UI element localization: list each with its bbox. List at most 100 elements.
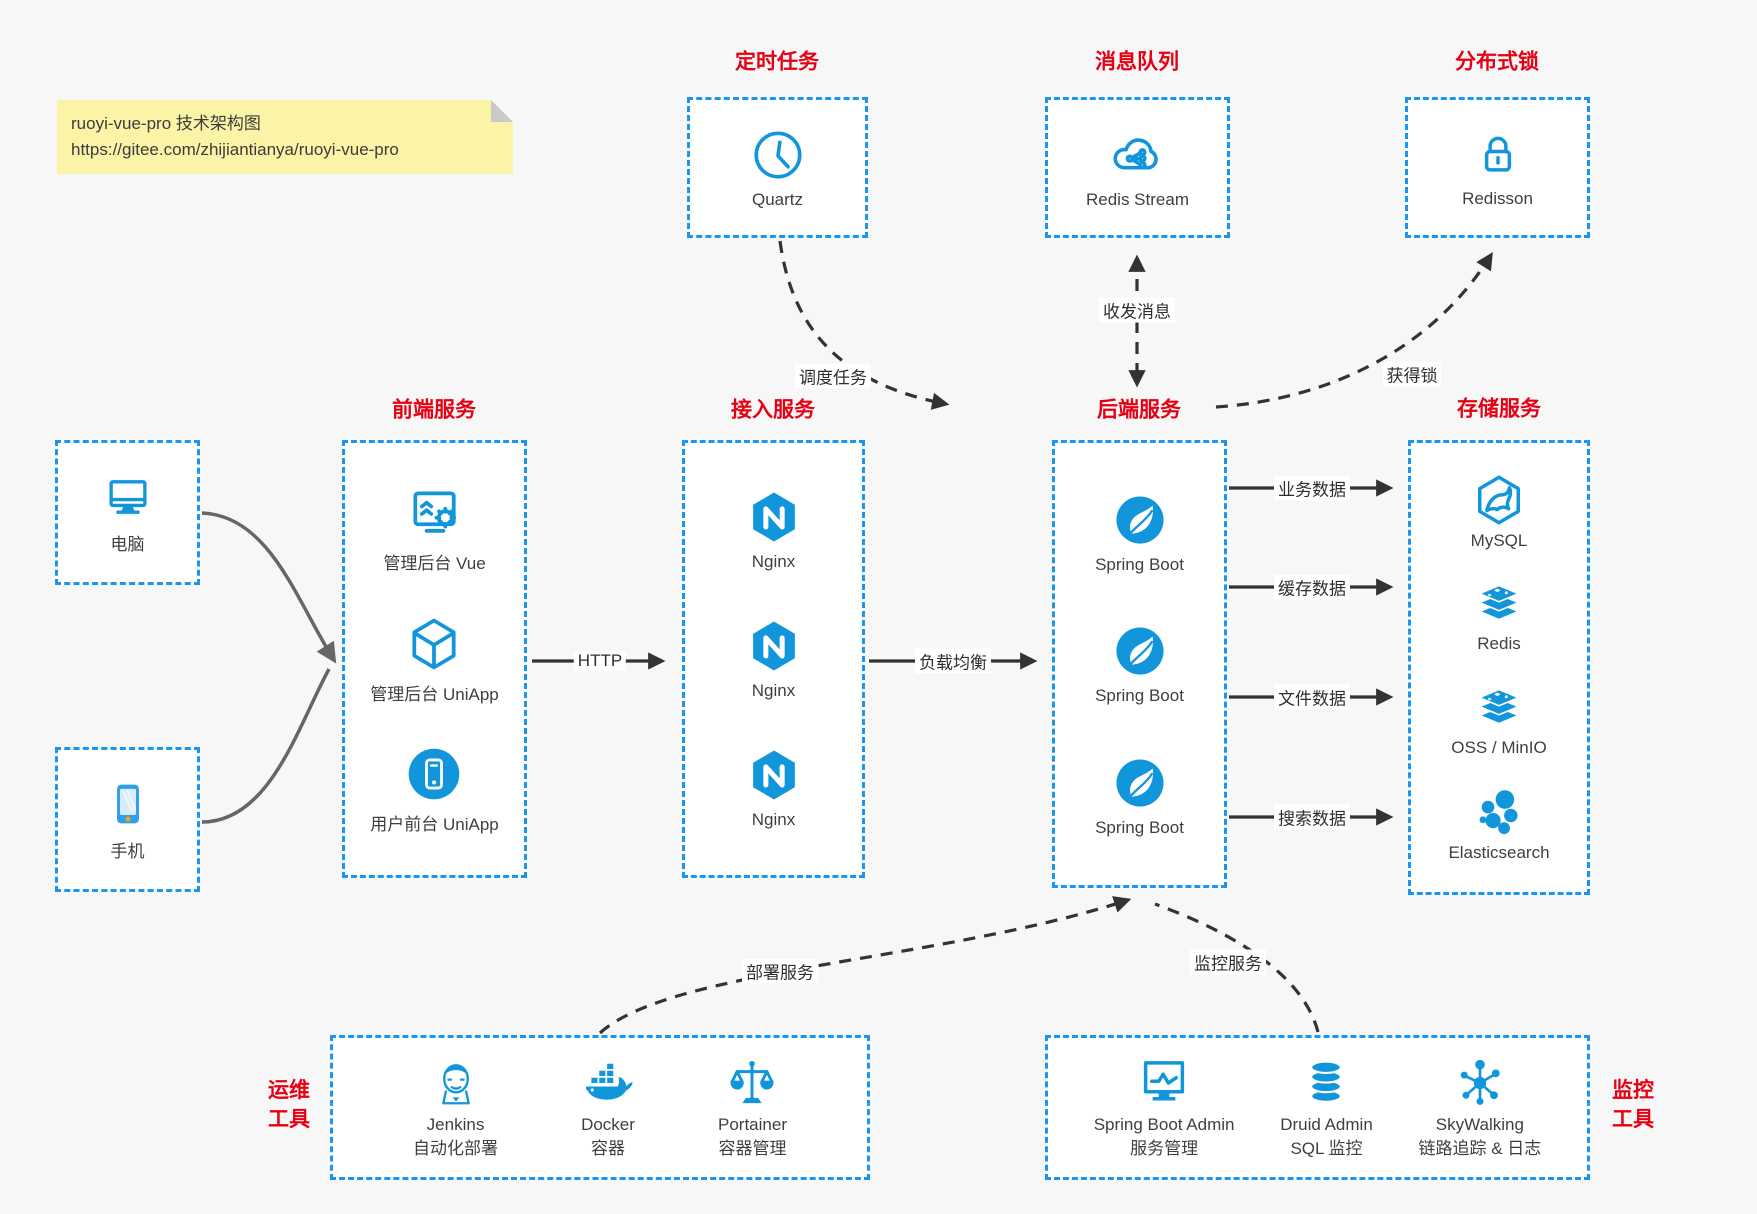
node-label: Nginx: [751, 810, 796, 829]
node-label: Elasticsearch: [1448, 843, 1550, 863]
cube-icon: [412, 618, 457, 669]
node-pc: 电脑: [99, 470, 157, 555]
node-quartz: Quartz: [749, 126, 807, 210]
tool-name: Spring Boot Admin: [1093, 1114, 1235, 1134]
node-phone: 手机: [101, 777, 155, 862]
column-title-gateway: 接入服务: [731, 398, 815, 422]
group-title-schedule: 定时任务: [735, 50, 819, 74]
node-springboot-2: Spring Boot: [1095, 622, 1184, 706]
node-label: Spring Boot: [1095, 554, 1184, 574]
database-icon: [1310, 1060, 1343, 1103]
spring-icon: [1115, 495, 1164, 544]
admin-screen-gear-icon: [412, 491, 456, 533]
lock-icon: [1484, 136, 1511, 172]
tool-desc: SQL 监控: [1290, 1138, 1363, 1158]
monitor-chart-icon: [1143, 1060, 1185, 1100]
box-ops-tools: Jenkins 自动化部署 Docker 容器: [330, 1035, 870, 1180]
note-url: https://gitee.com/zhijiantianya/ruoyi-vu…: [71, 140, 399, 159]
node-jenkins: Jenkins 自动化部署: [413, 1055, 498, 1161]
box-backend: Spring Boot Spring Boot Spring Boot: [1052, 440, 1227, 888]
group-title-mq: 消息队列: [1095, 50, 1179, 74]
edge-label-message: 收发消息: [1099, 297, 1175, 323]
box-redisson: Redisson: [1405, 97, 1590, 238]
tool-desc: 链路追踪 & 日志: [1418, 1138, 1542, 1158]
node-docker: Docker 容器: [578, 1055, 638, 1161]
node-nginx-1: Nginx: [745, 488, 803, 572]
redis-stack-icon: [1478, 584, 1520, 621]
box-pc: 电脑: [55, 440, 200, 585]
jenkins-icon: [441, 1063, 470, 1104]
node-elasticsearch: Elasticsearch: [1448, 786, 1550, 863]
node-label: MySQL: [1470, 530, 1528, 550]
column-title-backend: 后端服务: [1097, 398, 1181, 422]
edge-deploy: [598, 896, 1132, 1035]
nginx-icon: [752, 750, 795, 800]
node-label: 手机: [110, 842, 145, 861]
sticky-note: ruoyi-vue-pro 技术架构图 https://gitee.com/zh…: [57, 100, 513, 174]
scales-icon: [730, 1060, 775, 1103]
node-oss-minio: OSS / MinIO: [1451, 683, 1547, 758]
edge-label-monitor: 监控服务: [1190, 949, 1266, 975]
spring-icon: [1115, 627, 1164, 675]
node-redisson: Redisson: [1462, 127, 1533, 209]
node-label: Quartz: [751, 189, 804, 209]
edge-label-http: HTTP: [573, 651, 627, 671]
node-label: 管理后台 Vue: [383, 553, 486, 573]
tool-name: Portainer: [718, 1114, 787, 1134]
box-storage: MySQL Redis: [1408, 440, 1590, 895]
tool-desc: 容器管理: [718, 1138, 787, 1158]
node-label: 管理后台 UniApp: [370, 684, 499, 704]
nginx-icon: [752, 621, 795, 671]
column-title-frontend: 前端服务: [392, 398, 476, 422]
edge-label-deploy: 部署服务: [742, 958, 818, 984]
tool-name: Docker: [581, 1114, 635, 1134]
box-frontend: 管理后台 Vue 管理后台 UniApp 用户前台 UniApp: [342, 440, 527, 878]
node-label: Redisson: [1462, 188, 1533, 208]
tool-desc: 服务管理: [1130, 1138, 1199, 1158]
smartphone-icon: [116, 784, 139, 824]
edge-label-search-data: 搜索数据: [1274, 804, 1350, 830]
node-springboot-1: Spring Boot: [1095, 491, 1184, 575]
edge-label-lock: 获得锁: [1382, 361, 1442, 387]
edge-phone-frontend: [201, 668, 331, 824]
node-label: Redis Stream: [1086, 189, 1189, 209]
node-redis: Redis: [1471, 579, 1527, 654]
node-skywalking: SkyWalking 链路追踪 & 日志: [1418, 1055, 1541, 1161]
node-redis-stream: Redis Stream: [1086, 126, 1189, 210]
box-monitor-tools: Spring Boot Admin 服务管理 Druid Admin SQL 监…: [1045, 1035, 1590, 1180]
note-title: ruoyi-vue-pro 技术架构图: [71, 114, 261, 133]
mysql-dolphin-icon: [1478, 475, 1520, 525]
node-label: OSS / MinIO: [1451, 737, 1547, 757]
group-title-ops: 运维 工具: [268, 1079, 310, 1131]
node-portainer: Portainer 容器管理: [718, 1055, 787, 1161]
group-title-monitor: 监控 工具: [1612, 1079, 1654, 1131]
node-label: Nginx: [751, 552, 796, 571]
box-redis-stream: Redis Stream: [1045, 97, 1230, 238]
node-admin-uniapp: 管理后台 UniApp: [370, 614, 499, 705]
node-mysql: MySQL: [1470, 472, 1528, 551]
edge-pc-frontend: [201, 511, 337, 664]
tool-name: Druid Admin: [1280, 1114, 1373, 1134]
edge-label-schedule: 调度任务: [795, 363, 871, 389]
redis-stack-icon: [1478, 688, 1520, 725]
edge-label-biz-data: 业务数据: [1274, 475, 1350, 501]
node-nginx-3: Nginx: [745, 746, 803, 830]
edge-lock: [1215, 252, 1493, 409]
node-label: Nginx: [751, 681, 796, 700]
node-label: 电脑: [110, 535, 145, 554]
tool-name: Jenkins: [426, 1114, 485, 1134]
nginx-icon: [752, 492, 795, 542]
node-label: 用户前台 UniApp: [370, 815, 499, 835]
spring-icon: [1115, 758, 1164, 807]
docker-whale-icon: [586, 1063, 633, 1100]
node-label: Spring Boot: [1095, 686, 1184, 705]
tool-desc: 容器: [590, 1138, 625, 1158]
node-druid: Druid Admin SQL 监控: [1280, 1055, 1373, 1161]
clock-icon: [753, 130, 802, 179]
node-label: Spring Boot: [1095, 817, 1184, 837]
box-quartz: Quartz: [687, 97, 868, 238]
tool-name: SkyWalking: [1435, 1114, 1524, 1134]
network-nodes-icon: [1460, 1059, 1500, 1105]
node-springboot-3: Spring Boot: [1095, 754, 1184, 838]
